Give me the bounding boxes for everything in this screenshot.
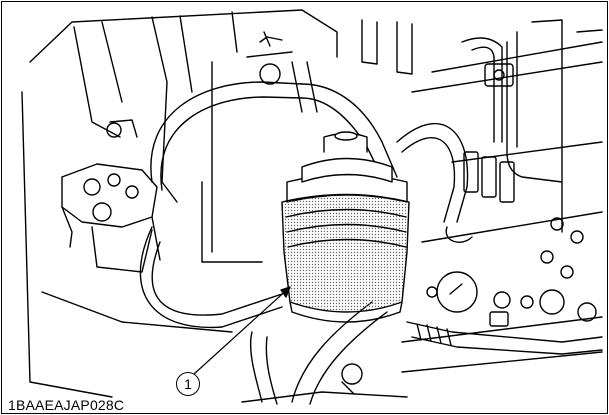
injection-pump <box>341 217 603 395</box>
callout-leader <box>193 286 291 375</box>
fuel-filter <box>281 131 410 323</box>
injection-pipes <box>461 31 563 203</box>
fuel-hose <box>139 31 473 405</box>
callout-number: 1 <box>176 372 200 396</box>
water-separator <box>61 119 161 273</box>
figure-reference-code: 1BAAEAJAP028C <box>8 397 125 413</box>
